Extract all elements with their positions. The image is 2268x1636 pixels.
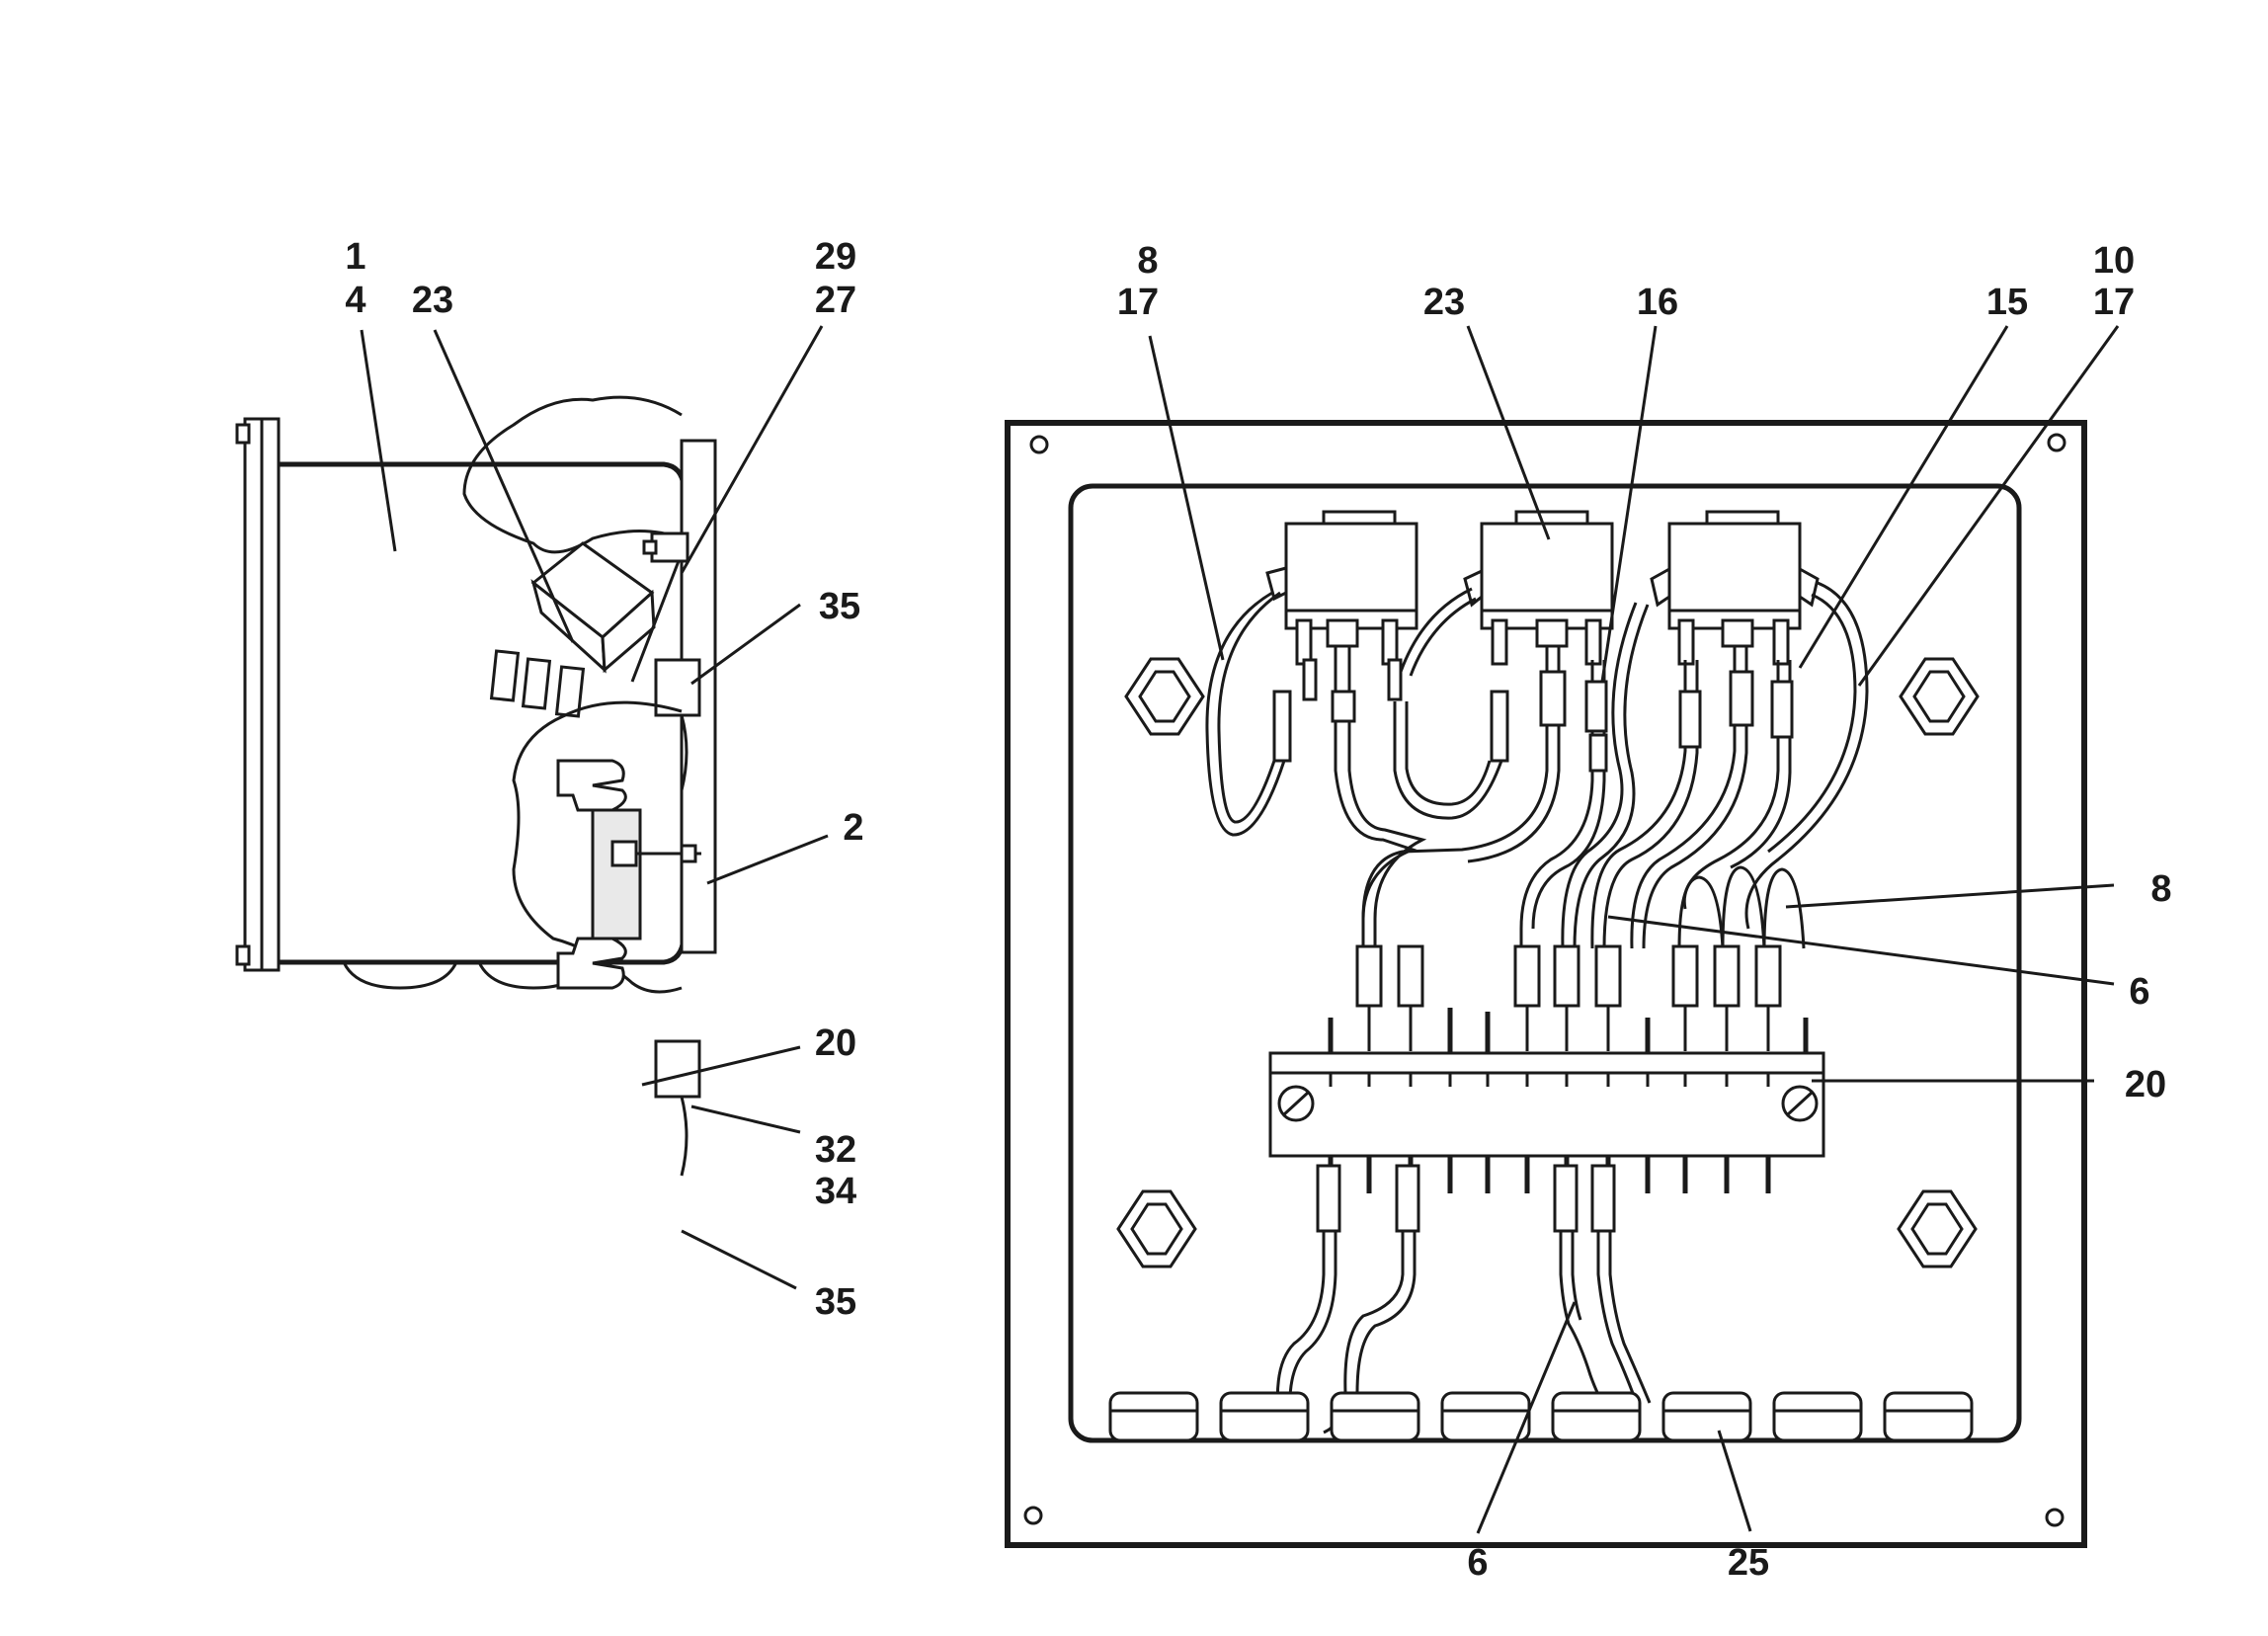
grommet	[1108, 1391, 1199, 1442]
callout-1: 1	[345, 236, 365, 278]
ferrule	[1397, 944, 1424, 1008]
ferrule	[1316, 1164, 1341, 1233]
relay-left	[1265, 510, 1418, 666]
callout-17-top-left: 17	[1117, 282, 1159, 323]
leader-lines	[360, 325, 2120, 1534]
mount-hole-tl	[1029, 435, 1049, 454]
strip-screw-right	[1781, 1085, 1819, 1122]
side-cutaway-top	[462, 395, 683, 554]
grommet	[1440, 1391, 1531, 1442]
callout-17-top-right: 17	[2093, 282, 2135, 323]
callout-15: 15	[1986, 282, 2028, 323]
side-relay	[489, 541, 684, 718]
hex-nut-tr	[1899, 657, 1980, 736]
callout-6-bottom: 6	[1467, 1542, 1488, 1584]
terminal-strip	[1268, 1051, 1825, 1158]
side-view	[235, 395, 717, 1177]
hex-nut-bl	[1116, 1189, 1197, 1268]
mount-hole-bl	[1023, 1506, 1043, 1525]
callout-27: 27	[815, 280, 856, 321]
callout-35-upper: 35	[819, 586, 860, 627]
callout-35-lower: 35	[815, 1281, 856, 1323]
callout-23-front: 23	[1423, 282, 1465, 323]
callout-23-side: 23	[412, 280, 453, 321]
callout-labels: 1 4 23 29 27 35 2 20 32 34 35 8 17 23 16…	[345, 236, 2171, 1584]
side-strap-lower	[654, 1039, 701, 1099]
mount-hole-br	[2045, 1508, 2065, 1527]
ferrule	[1513, 944, 1541, 1008]
callout-16: 16	[1637, 282, 1678, 323]
ferrule	[1553, 1164, 1579, 1233]
ferrule	[1594, 944, 1622, 1008]
ferrule	[1355, 944, 1383, 1008]
ferrule	[1395, 1164, 1420, 1233]
callout-29: 29	[815, 236, 856, 278]
relay-right	[1650, 510, 1820, 666]
grommets	[1108, 1391, 1974, 1442]
side-top-clip	[650, 532, 689, 563]
grommet	[1219, 1391, 1310, 1442]
ferrule	[1671, 944, 1699, 1008]
callout-6-right: 6	[2129, 971, 2149, 1013]
callout-4: 4	[345, 280, 365, 321]
ferrule	[1754, 944, 1782, 1008]
hex-nuts	[1116, 657, 1980, 1268]
hex-nut-br	[1897, 1189, 1978, 1268]
side-terminal	[556, 759, 701, 990]
callout-10: 10	[2093, 240, 2135, 282]
callout-8-right: 8	[2150, 868, 2171, 910]
callout-2: 2	[843, 807, 863, 849]
grommet	[1330, 1391, 1420, 1442]
ferrule	[1713, 944, 1741, 1008]
grommet	[1883, 1391, 1974, 1442]
front-view	[1005, 420, 2087, 1548]
mount-hole-tr	[2047, 433, 2066, 452]
grommet	[1551, 1391, 1642, 1442]
ferrule	[1590, 1164, 1616, 1233]
upper-wiring	[1205, 581, 1869, 1051]
ferrule	[1553, 944, 1580, 1008]
callout-32: 32	[815, 1129, 856, 1171]
grommet	[1661, 1391, 1752, 1442]
terminal-pins-upper	[1328, 1008, 1809, 1057]
grommet	[1772, 1391, 1863, 1442]
relay-center	[1463, 510, 1614, 666]
callout-34: 34	[815, 1171, 856, 1212]
callout-20-front: 20	[2125, 1064, 2166, 1105]
hex-nut-tl	[1124, 657, 1205, 736]
callout-20-side: 20	[815, 1022, 856, 1064]
callout-25: 25	[1728, 1542, 1769, 1584]
strip-screw-left	[1277, 1085, 1315, 1122]
callout-8-top: 8	[1137, 240, 1158, 282]
